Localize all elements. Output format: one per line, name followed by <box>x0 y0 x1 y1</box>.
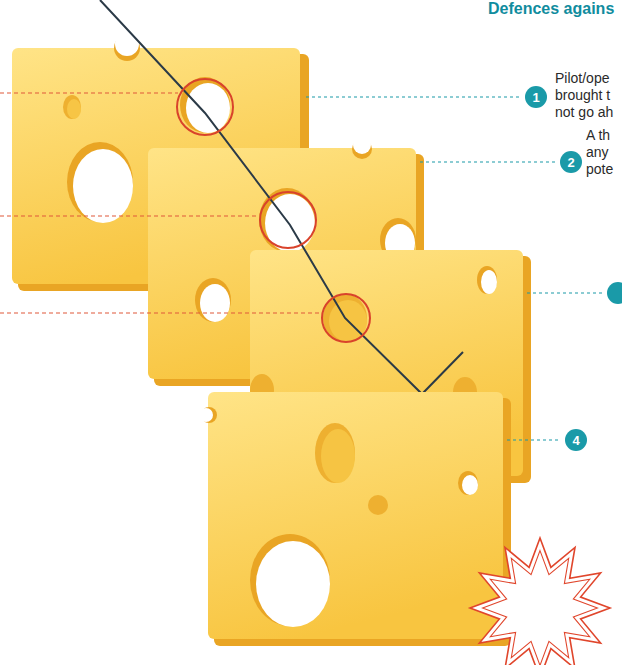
accident-burst <box>483 551 598 665</box>
cheese-dent <box>368 495 388 515</box>
cheese-hole <box>477 266 497 294</box>
cheese-hole <box>250 534 330 626</box>
cheese-dent <box>63 95 81 119</box>
failure-highlight <box>177 79 233 135</box>
callout-number: 1 <box>525 86 547 108</box>
callout-number-text: 1 <box>532 90 539 105</box>
cheese-hole <box>200 284 230 322</box>
failure-highlight <box>322 294 370 342</box>
callout-text: Pilot/ope brought t not go ah <box>555 70 618 121</box>
cheese-hole <box>186 83 230 133</box>
notch <box>199 408 213 422</box>
cheese-slice <box>199 392 511 646</box>
leader-line <box>507 439 561 440</box>
callout-number: 4 <box>565 429 587 451</box>
cheese-dent <box>321 429 355 483</box>
cheese-hole <box>458 471 478 495</box>
cheese-hole <box>195 278 231 322</box>
diagram-title: Defences agains <box>488 0 614 18</box>
cheese-hole <box>256 541 330 627</box>
cheese-dent <box>315 423 355 483</box>
hazard-trajectory <box>100 0 463 394</box>
cheese-hole <box>67 142 133 222</box>
callout-circle <box>607 282 622 304</box>
leader-line <box>0 215 259 216</box>
cheese-dent <box>67 99 81 119</box>
leader-line <box>420 161 556 162</box>
callout-circle <box>560 151 582 173</box>
notch <box>115 32 139 56</box>
notch <box>353 136 371 154</box>
cheese-hole <box>462 475 478 495</box>
cheese-hole <box>73 149 133 223</box>
leader-line <box>306 96 521 97</box>
callout-number-text: 2 <box>567 155 574 170</box>
callout-text: A th any pote <box>586 127 619 178</box>
accident-burst <box>470 538 610 665</box>
leader-line <box>0 92 178 93</box>
callout-number-text: 4 <box>572 433 579 448</box>
callout-circle <box>565 429 587 451</box>
failure-highlight <box>260 192 316 248</box>
callout-number: 2 <box>560 151 582 173</box>
cheese-hole <box>481 270 497 294</box>
slice-face <box>208 392 503 639</box>
leader-line <box>527 292 603 293</box>
callout-circle <box>525 86 547 108</box>
leader-line <box>0 312 321 313</box>
